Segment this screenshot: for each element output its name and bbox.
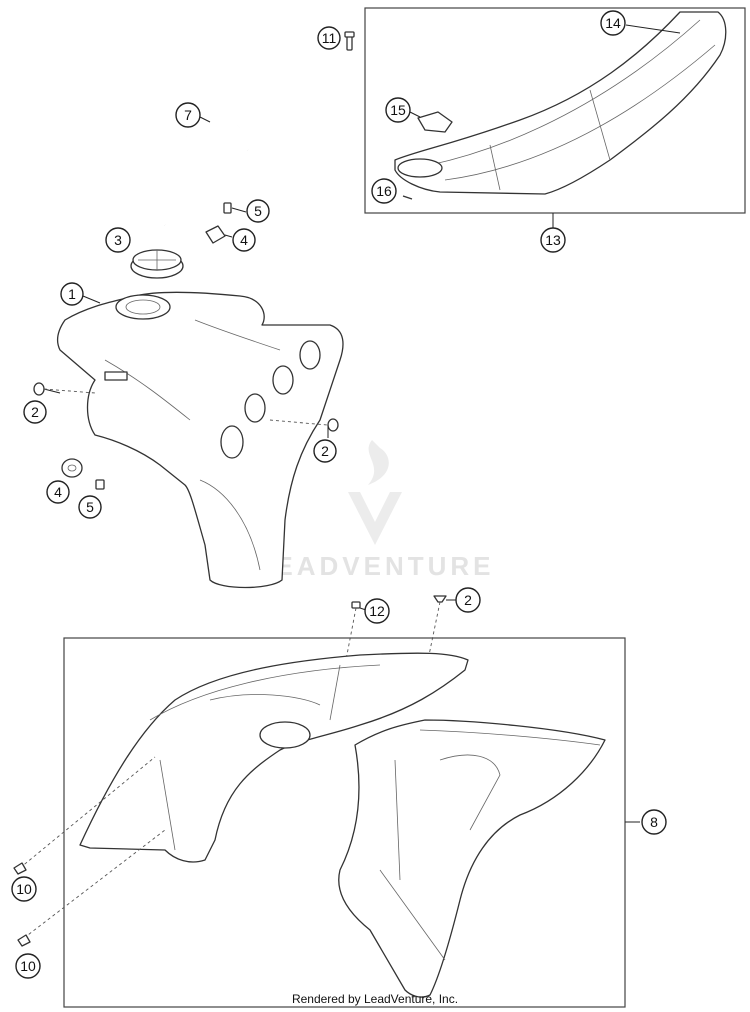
screw-10-lower-part: [17, 934, 31, 947]
watermark-text: LEADVENTURE: [255, 551, 494, 581]
right-shroud-part: [338, 719, 606, 998]
svg-text:4: 4: [54, 484, 62, 500]
seat-part: [394, 11, 727, 195]
seat-frame: [364, 7, 746, 214]
svg-text:7: 7: [184, 107, 192, 123]
callout-10-lower: 10: [15, 953, 41, 979]
callout-2-right: 2: [313, 439, 337, 463]
callout-5-lower: 5: [78, 495, 102, 519]
callout-11: 11: [317, 26, 341, 50]
svg-text:4: 4: [240, 232, 248, 248]
callout-4-lower: 4: [46, 480, 70, 504]
callout-4-top: 4: [232, 228, 256, 252]
callout-7: 7: [175, 102, 201, 128]
damper-4-lower-part: [61, 458, 83, 478]
callout-12: 12: [364, 598, 390, 624]
svg-text:10: 10: [20, 958, 36, 974]
damper-4-top-part: [205, 225, 226, 244]
callout-2-cover: 2: [455, 587, 481, 613]
watermark-v-icon: [348, 492, 402, 545]
seat-bracket-part: [417, 111, 453, 133]
svg-text:2: 2: [321, 443, 329, 459]
screw-16-part: [402, 195, 413, 200]
callout-16: 16: [371, 178, 397, 204]
svg-text:16: 16: [376, 183, 392, 199]
svg-text:10: 10: [16, 881, 32, 897]
screw-10-upper-part: [13, 862, 27, 875]
svg-text:5: 5: [86, 499, 94, 515]
callout-1: 1: [60, 282, 84, 306]
callout-10-upper: 10: [11, 876, 37, 902]
svg-text:2: 2: [31, 404, 39, 420]
screw-2-cover-part: [433, 595, 447, 603]
svg-text:12: 12: [369, 603, 385, 619]
filler-cap-part: [130, 249, 184, 279]
svg-text:2: 2: [464, 592, 472, 608]
svg-text:1: 1: [68, 286, 76, 302]
left-shroud-part: [79, 652, 469, 863]
screw-2-left-part: [33, 382, 45, 396]
svg-text:14: 14: [605, 15, 621, 31]
screw-12-part: [351, 601, 361, 609]
svg-text:11: 11: [322, 30, 337, 46]
callout-15: 15: [385, 97, 411, 123]
svg-text:8: 8: [650, 814, 658, 830]
watermark-flame-icon: [368, 440, 389, 485]
svg-text:5: 5: [254, 203, 262, 219]
callout-8: 8: [641, 809, 667, 835]
fuel-tank-part: [56, 291, 344, 589]
callout-13: 13: [540, 227, 566, 253]
footer-credit: Rendered by LeadVenture, Inc.: [291, 992, 459, 1006]
screw-5-top-part: [223, 202, 232, 214]
svg-text:15: 15: [390, 102, 406, 118]
callout-5-top: 5: [246, 199, 270, 223]
svg-text:13: 13: [545, 232, 561, 248]
screw-5-lower-part: [95, 479, 105, 490]
callout-2-left: 2: [23, 400, 47, 424]
callout-14: 14: [600, 10, 626, 36]
leadventure-watermark: LEADVENTURE: [255, 440, 494, 581]
screw-11-part: [344, 31, 355, 51]
svg-text:3: 3: [114, 232, 122, 248]
screw-2-right-part: [327, 418, 339, 432]
callout-3: 3: [105, 227, 131, 253]
